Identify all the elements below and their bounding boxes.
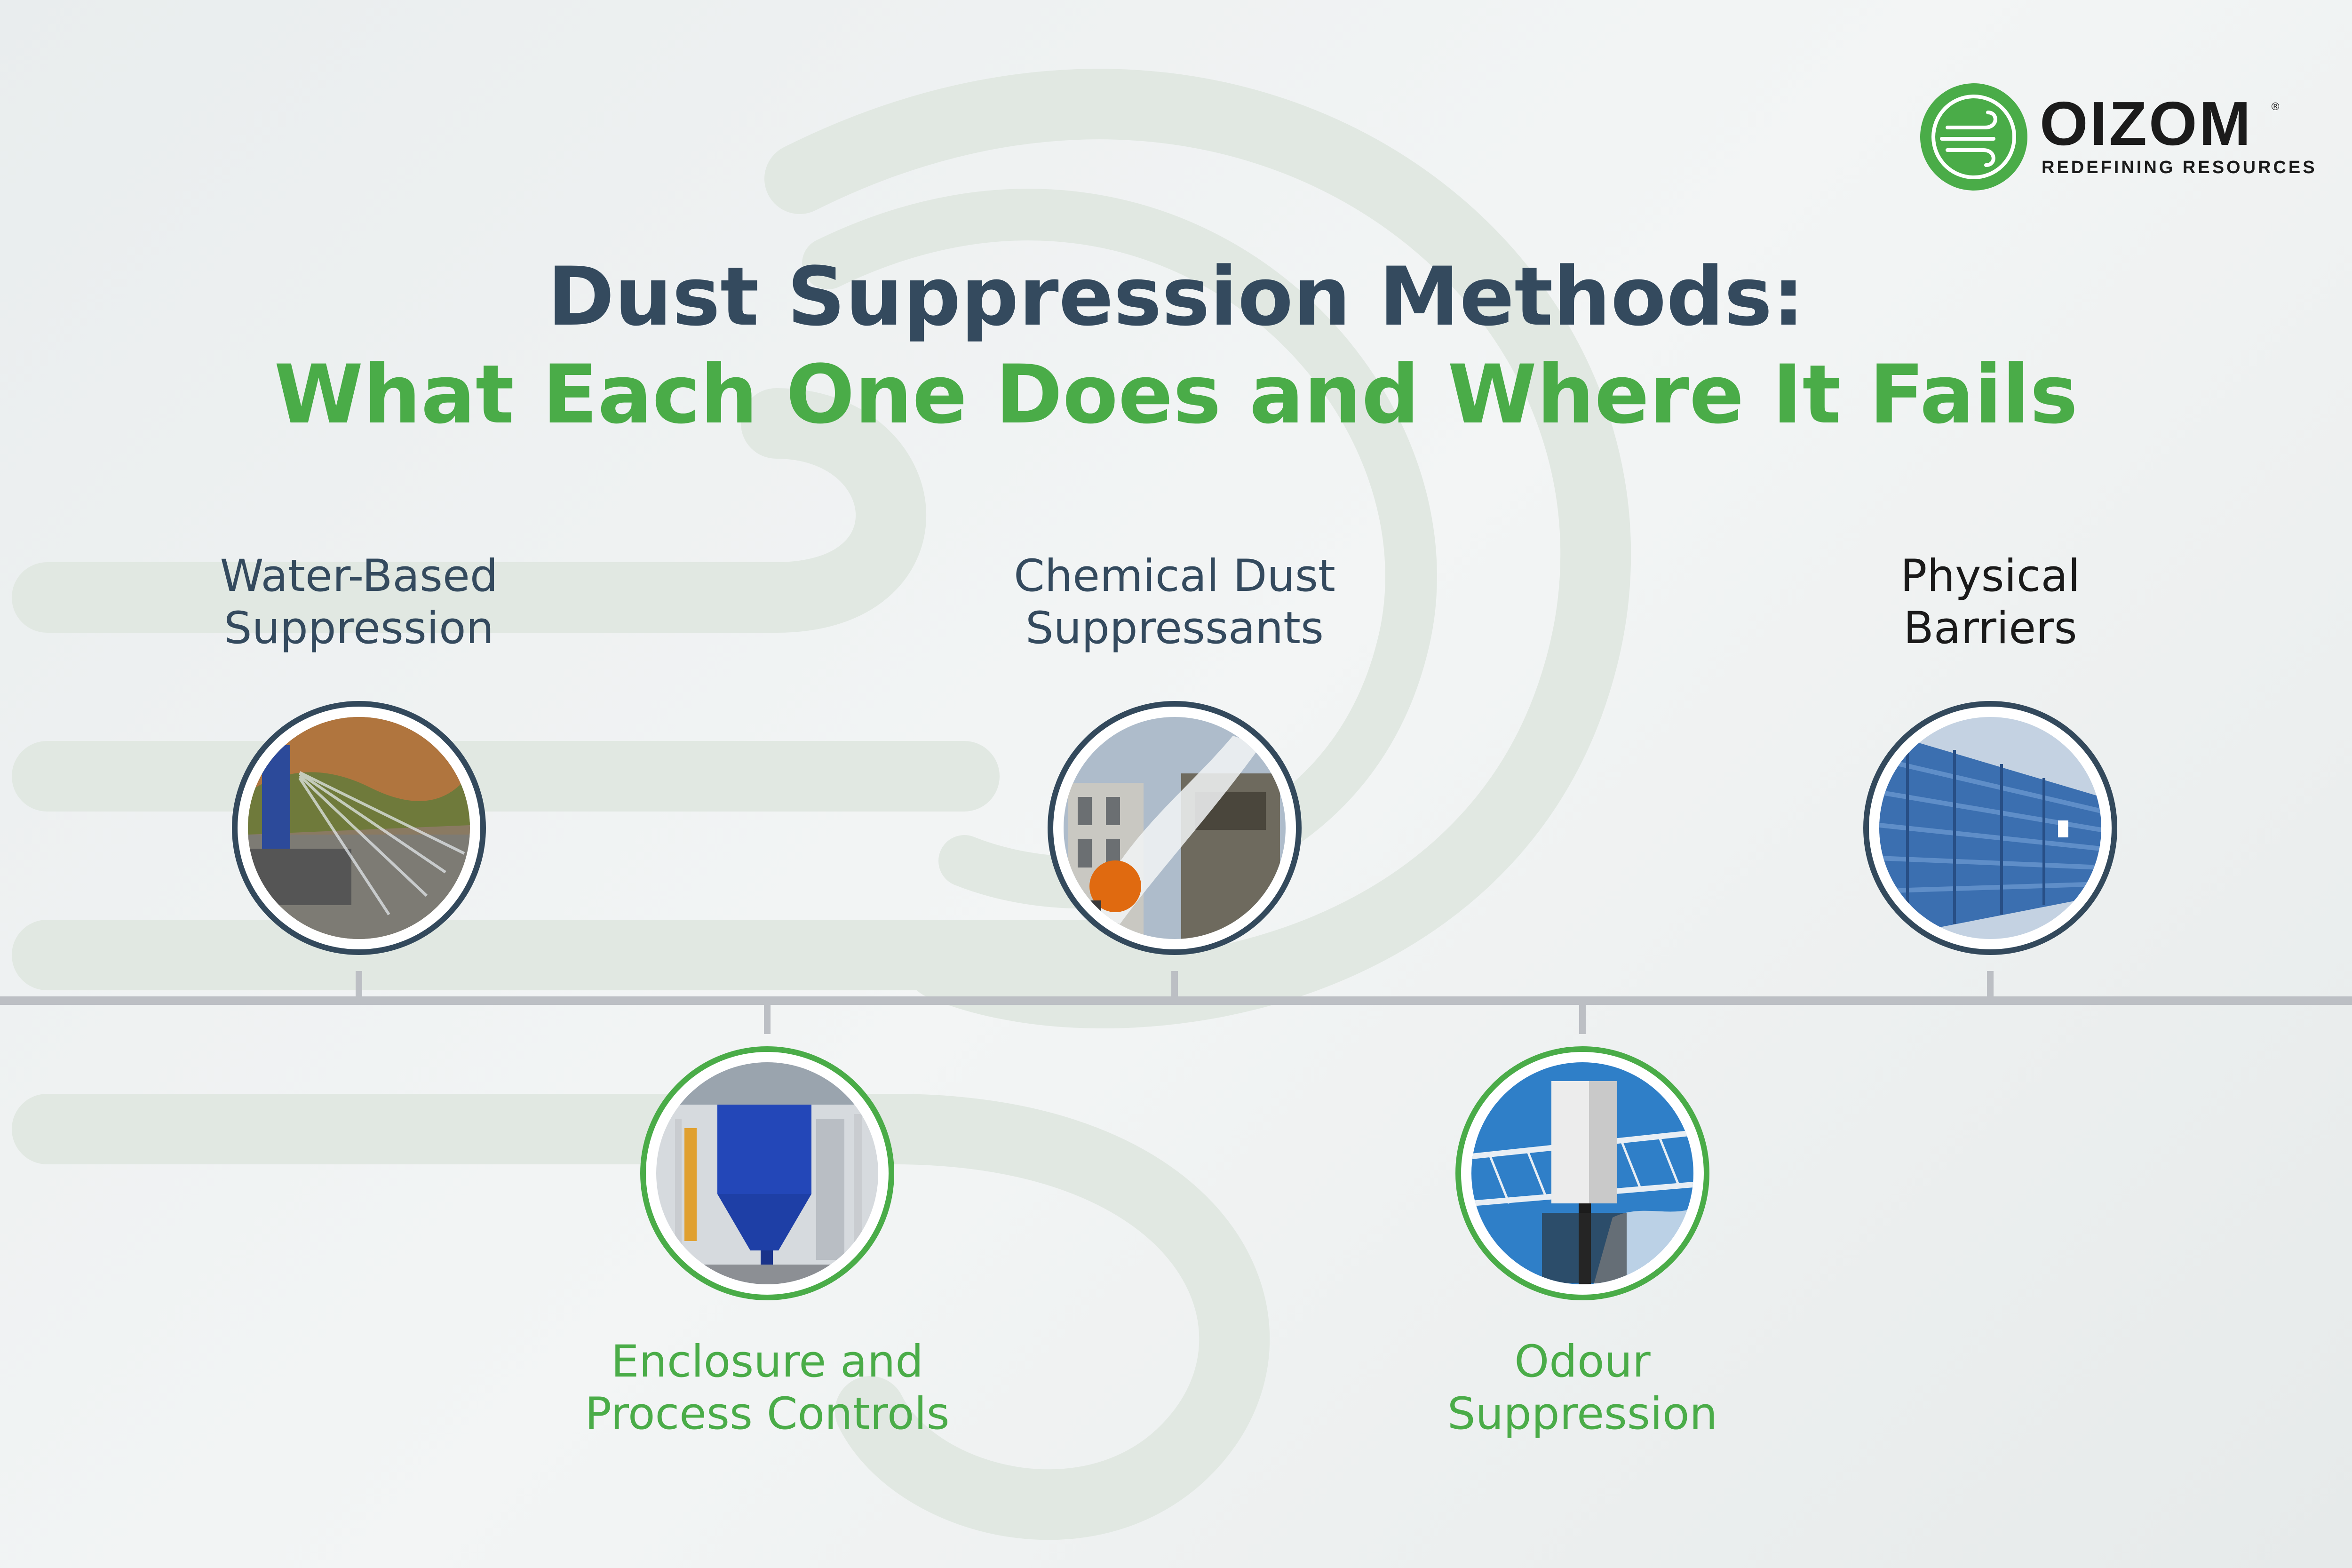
timeline-axis (0, 996, 2352, 1005)
method-label-odour: Odour Suppression (1324, 1336, 1841, 1441)
odour-sensor-photo (1471, 1062, 1693, 1284)
method-label-physical: Physical Barriers (1732, 550, 2249, 655)
method-label-line: Process Controls (585, 1388, 950, 1440)
method-label-line: Odour (1514, 1336, 1651, 1387)
method-image-odour (1455, 1046, 1709, 1300)
page-title: Dust Suppression Methods: (547, 249, 1805, 344)
method-label-line: Enclosure and (611, 1336, 923, 1387)
timeline-tick (356, 971, 362, 1000)
registered-mark: ® (2270, 101, 2280, 113)
mist-cannon-photo (1064, 717, 1286, 939)
timeline-tick (1171, 971, 1178, 1000)
method-label-water-based: Water-Based Suppression (100, 550, 618, 655)
timeline-tick (1579, 1005, 1586, 1034)
brand-tagline: REDEFINING RESOURCES (2042, 158, 2317, 177)
dust-collector-photo (656, 1062, 878, 1284)
water-spray-photo (248, 717, 470, 939)
method-image-enclosure (640, 1046, 894, 1300)
method-label-line: Barriers (1903, 602, 2077, 654)
wind-fence-photo (1879, 717, 2101, 939)
method-image-water-based (232, 701, 486, 955)
oizom-logo: OIZOM ® REDEFINING RESOURCES (1919, 82, 2315, 193)
method-label-line: Suppression (223, 602, 494, 654)
method-label-chemical: Chemical Dust Suppressants (916, 550, 1433, 655)
method-label-enclosure: Enclosure and Process Controls (509, 1336, 1026, 1441)
method-label-line: Chemical Dust (1014, 550, 1335, 602)
wind-logo-icon (1920, 83, 2027, 191)
method-image-chemical (1048, 701, 1302, 955)
method-label-line: Water-Based (220, 550, 498, 602)
timeline-tick (764, 1005, 771, 1034)
method-label-line: Physical (1900, 550, 2081, 602)
timeline-tick (1987, 971, 1994, 1000)
page-subtitle: What Each One Does and Where It Fails (274, 347, 2078, 442)
method-label-line: Suppression (1447, 1388, 1718, 1440)
method-image-physical (1863, 701, 2117, 955)
brand-name: OIZOM (2040, 89, 2253, 158)
method-label-line: Suppressants (1025, 602, 1324, 654)
